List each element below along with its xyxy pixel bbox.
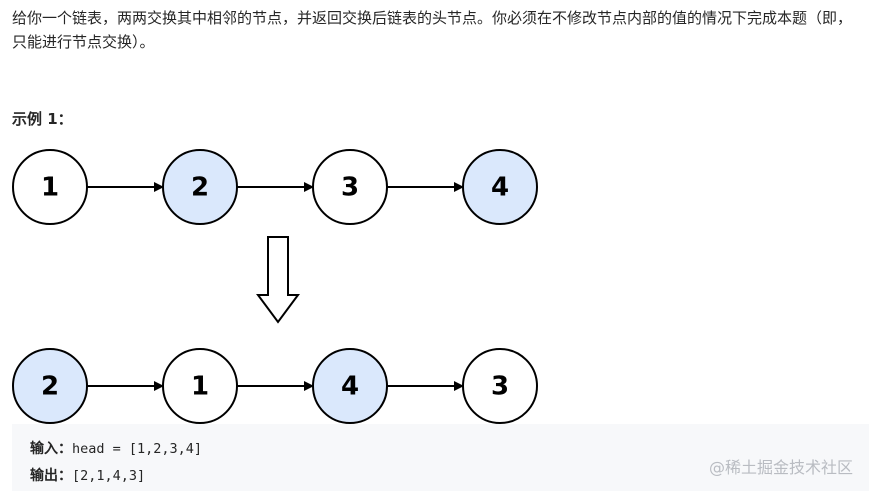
before-node-4: [462, 149, 538, 225]
after-list: 2 1 4 3: [12, 348, 538, 424]
after-node-label-1: 2: [41, 372, 59, 402]
before-node-3: [312, 149, 388, 225]
after-node-4: [462, 348, 538, 424]
after-node-3: [312, 348, 388, 424]
watermark: @稀土掘金技术社区: [708, 458, 853, 477]
down-arrow-icon: [256, 236, 300, 324]
example-code-box: 输入：head = [1,2,3,4] 输出：[2,1,4,3]: [12, 424, 869, 491]
before-node-1: [12, 149, 88, 225]
before-node-2: [162, 149, 238, 225]
input-value: head = [1,2,3,4]: [72, 441, 203, 457]
linked-list-swap-diagram: 1 2 3 4 2 1 4 3: [12, 149, 538, 424]
output-label: 输出：: [30, 468, 72, 484]
before-list: 1 2 3 4: [12, 149, 538, 225]
example-title: 示例 1：: [12, 110, 73, 128]
before-node-label-3: 3: [341, 173, 359, 203]
after-node-label-3: 4: [341, 372, 359, 402]
before-node-label-2: 2: [191, 173, 209, 203]
after-node-1: [12, 348, 88, 424]
after-node-label-4: 3: [491, 372, 509, 402]
problem-description: 给你一个链表，两两交换其中相邻的节点，并返回交换后链表的头节点。你必须在不修改节…: [12, 9, 853, 51]
before-node-label-1: 1: [41, 173, 59, 203]
input-label: 输入：: [30, 441, 72, 457]
example-input-line: 输入：head = [1,2,3,4]: [30, 438, 202, 458]
after-node-2: [162, 348, 238, 424]
example-output-line: 输出：[2,1,4,3]: [30, 465, 145, 485]
before-node-label-4: 4: [491, 173, 509, 203]
after-node-label-2: 1: [191, 372, 209, 402]
output-value: [2,1,4,3]: [72, 468, 146, 484]
